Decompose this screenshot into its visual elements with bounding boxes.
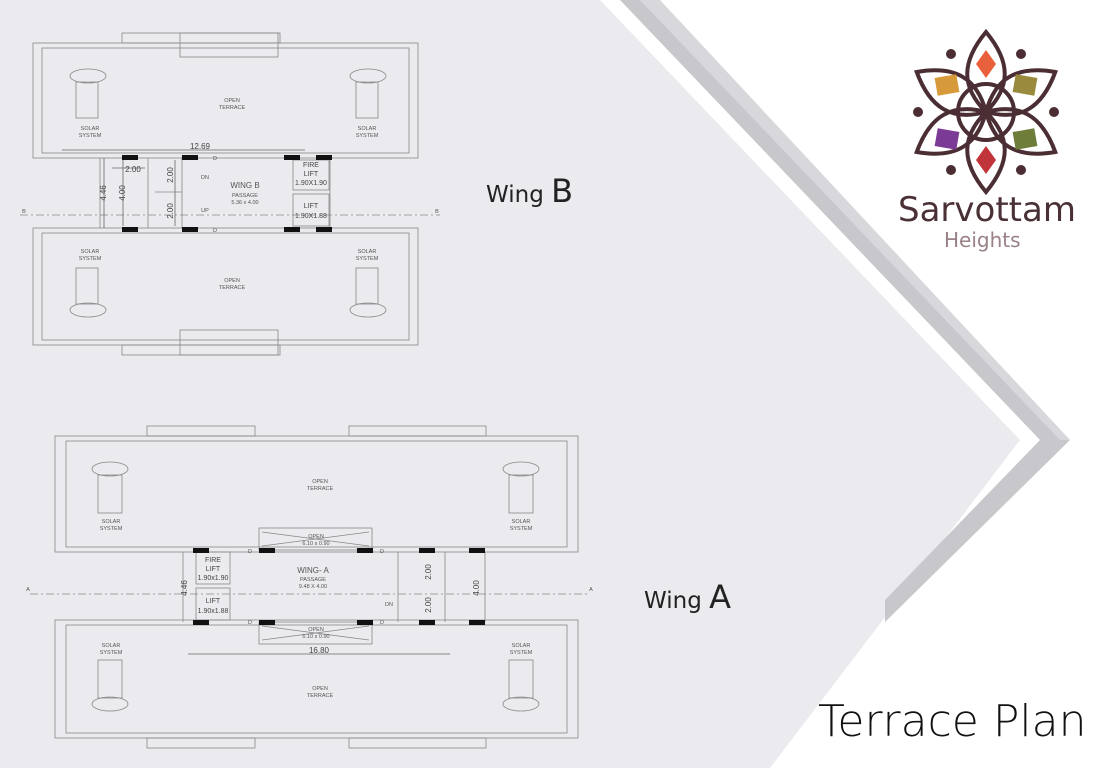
fire-lift-label: FIRE (303, 162, 319, 169)
fire-lift-label: LIFT (304, 171, 319, 178)
solar-label: SOLAR (512, 643, 531, 649)
passage-size: 5.36 x 4.00 (231, 200, 258, 206)
stair-dimension: 2.00 (125, 165, 141, 174)
down-label: DN (385, 602, 393, 608)
core-dimension: 4.00 (118, 185, 127, 201)
open-terrace-label: OPEN (312, 479, 328, 485)
fire-lift-label: FIRE (205, 557, 221, 564)
solar-label: SYSTEM (356, 256, 379, 262)
solar-label: SYSTEM (79, 133, 102, 139)
passage-size: 9.48 X 4.00 (299, 584, 327, 590)
open-duct-label: OPEN (308, 627, 324, 633)
section-marker: A (589, 587, 593, 593)
wing-letter: B (551, 172, 574, 210)
door-label: D (213, 228, 217, 234)
stair-dimension: 2.00 (166, 167, 175, 183)
door-label: D (248, 620, 252, 626)
open-terrace-label: TERRACE (307, 693, 334, 699)
lift-size: 1.90X1.88 (295, 213, 327, 220)
wing-a-label: Wing A (644, 578, 731, 616)
section-marker: B (435, 209, 439, 215)
open-terrace-label: OPEN (224, 98, 240, 104)
page-title: Terrace Plan (818, 696, 1087, 747)
open-terrace-label: TERRACE (307, 486, 334, 492)
wing-prefix: Wing (644, 588, 710, 614)
chevron-edge (640, 0, 1070, 440)
fire-lift-label: LIFT (206, 566, 221, 573)
door-label: D (248, 549, 252, 555)
height-dimension: 4.46 (180, 580, 189, 596)
solar-label: SOLAR (102, 643, 121, 649)
down-label: DN (201, 175, 209, 181)
door-label: D (213, 156, 217, 162)
width-dimension: 12.69 (190, 142, 211, 151)
solar-label: SYSTEM (100, 650, 123, 656)
solar-label: SOLAR (81, 249, 100, 255)
open-terrace-label: OPEN (224, 278, 240, 284)
stair-dimension: 2.00 (424, 597, 433, 613)
passage-title: WING B (230, 181, 259, 190)
open-terrace-label: OPEN (312, 686, 328, 692)
open-duct-label: OPEN (308, 534, 324, 540)
solar-label: SYSTEM (510, 650, 533, 656)
solar-label: SOLAR (81, 126, 100, 132)
solar-label: SOLAR (102, 519, 121, 525)
width-dimension: 16.80 (309, 646, 330, 655)
fire-lift-size: 1.90X1.90 (295, 180, 327, 187)
fire-lift-size: 1.90x1.90 (198, 575, 229, 582)
height-dimension: 4.46 (99, 185, 108, 201)
door-label: D (380, 620, 384, 626)
passage-label: PASSAGE (300, 577, 326, 583)
wing-prefix: Wing (486, 182, 552, 208)
open-duct-size: 6.10 x 0.90 (302, 541, 329, 547)
section-marker: A (26, 587, 30, 593)
wing-letter: A (709, 578, 732, 616)
wing-b-label: Wing B (486, 172, 573, 210)
section-marker: B (22, 209, 26, 215)
stair-dimension: 2.00 (424, 564, 433, 580)
solar-label: SYSTEM (510, 526, 533, 532)
stair-dimension: 2.00 (166, 203, 175, 219)
solar-label: SOLAR (358, 249, 377, 255)
passage-title: WING- A (297, 566, 329, 575)
solar-label: SOLAR (512, 519, 531, 525)
brand-name: Sarvottam (898, 190, 1076, 230)
open-terrace-label: TERRACE (219, 285, 246, 291)
solar-label: SYSTEM (79, 256, 102, 262)
lift-label: LIFT (206, 598, 221, 605)
up-label: UP (201, 208, 209, 214)
core-dimension: 4.00 (472, 580, 481, 596)
open-duct-size: 6.10 x 0.90 (302, 634, 329, 640)
solar-label: SYSTEM (356, 133, 379, 139)
lift-label: LIFT (304, 203, 319, 210)
brand-subtitle: Heights (944, 228, 1021, 252)
grey-panel (0, 0, 1020, 768)
passage-label: PASSAGE (232, 193, 258, 199)
lift-size: 1.90x1.88 (198, 608, 229, 615)
solar-label: SOLAR (358, 126, 377, 132)
door-label: D (380, 549, 384, 555)
open-terrace-label: TERRACE (219, 105, 246, 111)
solar-label: SYSTEM (100, 526, 123, 532)
